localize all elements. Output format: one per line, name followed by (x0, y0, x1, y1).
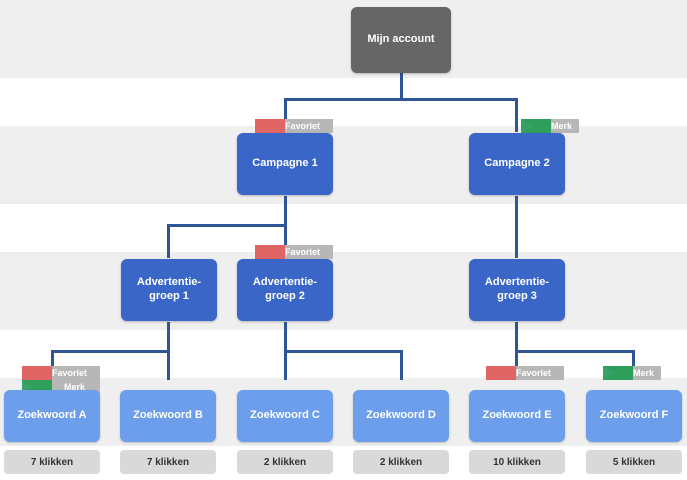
flag-keywordA-favoriet[interactable]: Favoriet (22, 366, 100, 380)
connector-campaign-bus (284, 98, 518, 101)
band-clicks-row (0, 446, 687, 480)
connector-keywordC-down (284, 350, 287, 380)
connector-keywordD-down (400, 350, 403, 380)
band-gap-2 (0, 204, 687, 252)
flag-point-icon (486, 366, 497, 380)
flag-point-icon (521, 119, 532, 133)
band-adgroup-row (0, 252, 687, 330)
connector-campaign1-to-adgroups (284, 196, 287, 226)
node-keyword-e[interactable]: Zoekwoord E (469, 390, 565, 442)
flag-keywordF-merk[interactable]: Merk (603, 366, 661, 380)
flag-label: Favoriet (285, 247, 321, 257)
connector-adgroup1-to-keywords (167, 322, 170, 352)
node-adgroup-1-label-line1: Advertentie- (136, 276, 202, 289)
flag-point-icon (603, 366, 614, 380)
node-campaign-2-label: Campagne 2 (484, 157, 550, 170)
node-keyword-a[interactable]: Zoekwoord A (4, 390, 100, 442)
flag-point-icon (255, 245, 266, 259)
band-campaign-row (0, 126, 687, 204)
flag-campaign1-favoriet[interactable]: Favoriet (255, 119, 333, 133)
node-adgroup-3-label-line2: groep 3 (497, 290, 537, 302)
connector-keywordA-down (51, 350, 54, 380)
connector-keywordE-down (515, 350, 518, 380)
flag-point-icon (22, 380, 33, 394)
node-adgroup-2[interactable]: Advertentie- groep 2 (237, 259, 333, 321)
node-keyword-d-label: Zoekwoord D (366, 409, 436, 422)
connector-keyword-bus-2 (284, 350, 403, 353)
flag-point-icon (255, 119, 266, 133)
node-keyword-f-label: Zoekwoord F (599, 409, 669, 422)
connector-campaign1-down (284, 98, 287, 132)
flag-label: Merk (633, 368, 655, 378)
node-account[interactable]: Mijn account (351, 7, 451, 73)
flag-label: Favoriet (516, 368, 552, 378)
flag-campaign2-merk[interactable]: Merk (521, 119, 579, 133)
clicks-value: 2 klikken (263, 456, 307, 468)
node-keyword-f[interactable]: Zoekwoord F (586, 390, 682, 442)
connector-adgroup2-to-keywords (284, 322, 287, 352)
node-adgroup-3-label-line1: Advertentie- (484, 276, 550, 289)
flag-label: Merk (551, 121, 573, 131)
node-keyword-c[interactable]: Zoekwoord C (237, 390, 333, 442)
flag-label: Merk (64, 382, 86, 392)
clicks-value: 10 klikken (493, 456, 541, 468)
clicks-keyword-d: 2 klikken (353, 450, 449, 474)
connector-adgroup2-down (284, 224, 287, 258)
node-account-label: Mijn account (367, 33, 435, 46)
connector-keywordF-down (632, 350, 635, 380)
node-keyword-e-label: Zoekwoord E (482, 409, 552, 422)
node-adgroup-2-label-line2: groep 2 (265, 290, 305, 302)
node-campaign-1-label: Campagne 1 (252, 157, 318, 170)
node-keyword-c-label: Zoekwoord C (250, 409, 320, 422)
node-adgroup-2-label-line1: Advertentie- (252, 276, 318, 289)
node-campaign-2[interactable]: Campagne 2 (469, 133, 565, 195)
connector-adgroup-bus-1 (167, 224, 287, 227)
clicks-keyword-e: 10 klikken (469, 450, 565, 474)
connector-account-down (400, 72, 403, 100)
band-keyword-row (0, 378, 687, 446)
clicks-value: 5 klikken (612, 456, 656, 468)
node-campaign-1[interactable]: Campagne 1 (237, 133, 333, 195)
clicks-keyword-c: 2 klikken (237, 450, 333, 474)
clicks-keyword-b: 7 klikken (120, 450, 216, 474)
node-adgroup-1-label-line2: groep 1 (149, 290, 189, 302)
node-keyword-d[interactable]: Zoekwoord D (353, 390, 449, 442)
node-keyword-a-label: Zoekwoord A (17, 409, 87, 422)
clicks-keyword-f: 5 klikken (586, 450, 682, 474)
band-gap-3 (0, 330, 687, 378)
flag-adgroup2-favoriet[interactable]: Favoriet (255, 245, 333, 259)
connector-campaign2-to-adgroup3 (515, 196, 518, 258)
connector-campaign2-down (515, 98, 518, 132)
node-keyword-b[interactable]: Zoekwoord B (120, 390, 216, 442)
clicks-value: 7 klikken (146, 456, 190, 468)
connector-adgroup1-down (167, 224, 170, 258)
node-adgroup-1[interactable]: Advertentie- groep 1 (121, 259, 217, 321)
clicks-value: 7 klikken (30, 456, 74, 468)
clicks-keyword-a: 7 klikken (4, 450, 100, 474)
connector-keyword-bus-1 (51, 350, 170, 353)
connector-keywordB-down (167, 350, 170, 380)
flag-keywordE-favoriet[interactable]: Favoriet (486, 366, 564, 380)
flag-label: Favoriet (285, 121, 321, 131)
connector-adgroup3-to-keywords (515, 322, 518, 352)
flag-point-icon (22, 366, 33, 380)
clicks-value: 2 klikken (379, 456, 423, 468)
flag-label: Favoriet (52, 368, 88, 378)
node-keyword-b-label: Zoekwoord B (133, 409, 203, 422)
connector-keyword-bus-3 (515, 350, 635, 353)
band-account-row (0, 0, 687, 78)
node-adgroup-3[interactable]: Advertentie- groep 3 (469, 259, 565, 321)
band-gap-1 (0, 78, 687, 126)
